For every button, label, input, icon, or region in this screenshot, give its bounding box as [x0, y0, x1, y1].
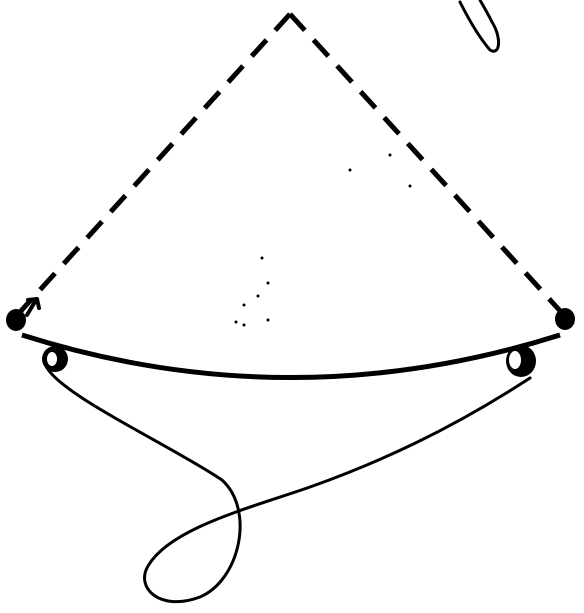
- right-pulley: [506, 345, 536, 377]
- curved-base-arc: [22, 335, 560, 378]
- looped-string: [46, 366, 530, 602]
- right-endpoint-dot: [555, 308, 575, 330]
- top-right-loop-fragment: [460, 0, 499, 51]
- scattered-dots: [235, 154, 412, 327]
- right-dashed-side: [290, 14, 562, 313]
- left-dashed-side: [20, 14, 290, 312]
- left-endpoint-dot: [6, 309, 26, 331]
- direction-arrow: [27, 299, 39, 315]
- dashed-triangle-sides: [20, 14, 562, 313]
